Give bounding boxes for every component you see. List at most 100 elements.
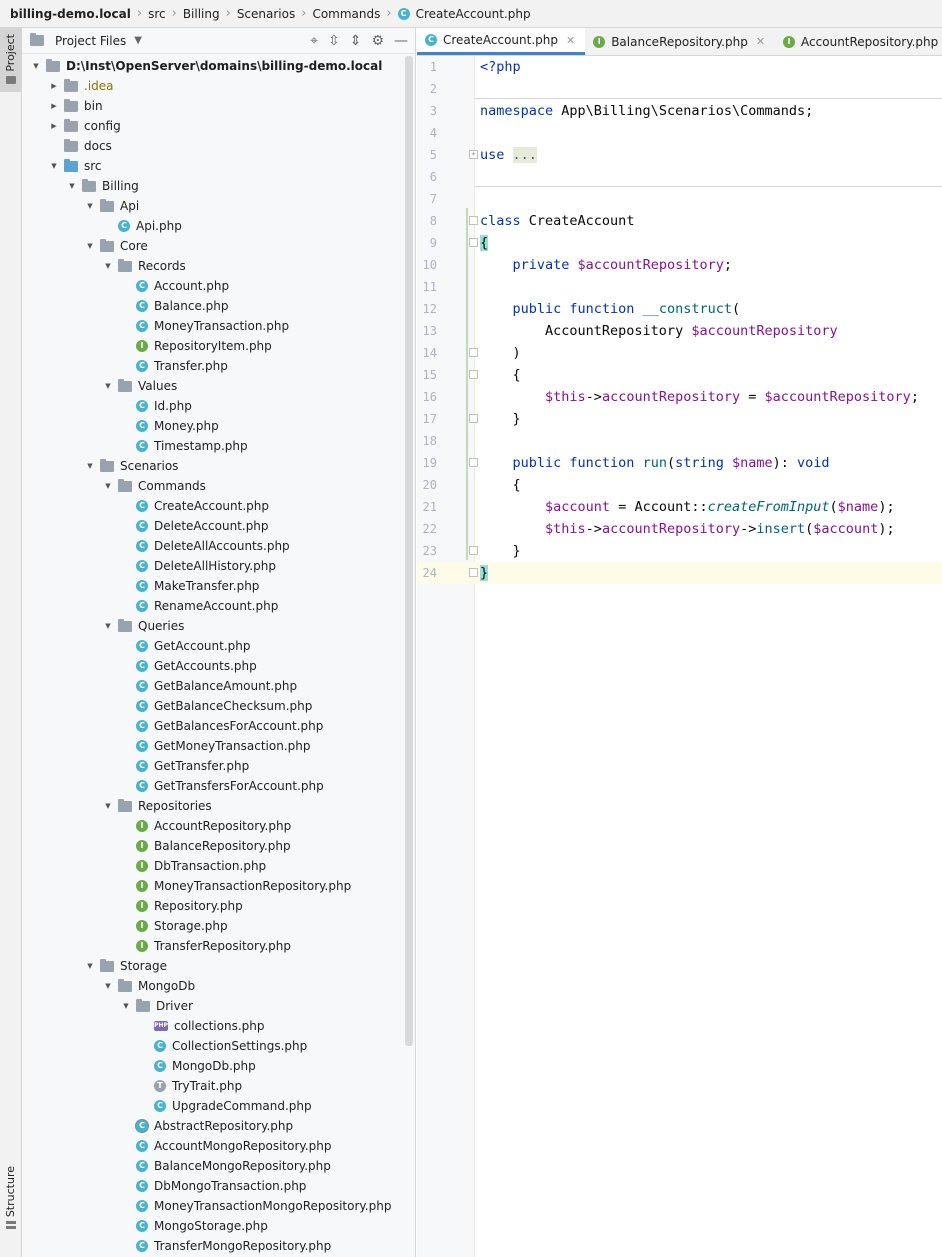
tree-folder-row[interactable]: ▼Scenarios bbox=[22, 456, 415, 476]
chevron-right-icon[interactable]: ▶ bbox=[51, 102, 57, 110]
tree-folder-row[interactable]: ›docs bbox=[22, 136, 415, 156]
code-line[interactable]: 11 bbox=[417, 276, 942, 298]
code-line[interactable]: 14 ) bbox=[417, 342, 942, 364]
fold-icon[interactable] bbox=[469, 370, 478, 379]
breadcrumb-item-billing[interactable]: Billing bbox=[182, 6, 220, 21]
code-line[interactable]: 6 bbox=[417, 166, 942, 188]
structure-tool-tab[interactable]: Structure bbox=[0, 1166, 21, 1256]
fold-icon[interactable] bbox=[469, 458, 478, 467]
code-line[interactable]: 20 { bbox=[417, 474, 942, 496]
chevron-down-icon[interactable]: ▼ bbox=[105, 622, 111, 630]
chevron-right-icon[interactable]: ▶ bbox=[51, 82, 57, 90]
code-line[interactable]: 23 } bbox=[417, 540, 942, 562]
chevron-down-icon[interactable]: ▼ bbox=[87, 202, 93, 210]
chevron-down-icon[interactable]: ▼ bbox=[33, 62, 39, 70]
chevron-right-icon[interactable]: ▶ bbox=[51, 122, 57, 130]
tree-folder-row[interactable]: ▼Commands bbox=[22, 476, 415, 496]
project-tool-tab[interactable]: Project bbox=[0, 28, 21, 92]
breadcrumb-project[interactable]: billing-demo.local bbox=[10, 6, 131, 21]
tree-folder-row[interactable]: ▼Records bbox=[22, 256, 415, 276]
tree-folder-row[interactable]: ▶.idea bbox=[22, 76, 415, 96]
code-line[interactable]: 1<?php bbox=[417, 56, 942, 78]
expand-all-icon[interactable]: ⇳ bbox=[327, 33, 340, 49]
chevron-down-icon[interactable]: ▼ bbox=[69, 182, 75, 190]
breadcrumb-item-src[interactable]: src bbox=[148, 6, 166, 21]
fold-icon[interactable] bbox=[469, 414, 478, 423]
tree-folder-row[interactable]: ▼MongoDb bbox=[22, 976, 415, 996]
tree-folder-row[interactable]: ▼Queries bbox=[22, 616, 415, 636]
tree-scrollbar[interactable] bbox=[405, 56, 413, 1046]
chevron-down-icon[interactable]: ▼ bbox=[105, 382, 111, 390]
code-line[interactable]: 16 $this->accountRepository = $accountRe… bbox=[417, 386, 942, 408]
collapse-all-icon[interactable]: ⇕ bbox=[349, 33, 362, 49]
fold-icon[interactable] bbox=[469, 568, 478, 577]
minimize-icon[interactable]: — bbox=[394, 33, 408, 49]
breadcrumb-item-commands[interactable]: Commands bbox=[312, 6, 381, 21]
tree-folder-row[interactable]: ▼Repositories bbox=[22, 796, 415, 816]
close-icon[interactable]: ✕ bbox=[755, 35, 766, 48]
gear-icon[interactable]: ⚙ bbox=[371, 33, 384, 49]
code-line[interactable]: 12 public function __construct( bbox=[417, 298, 942, 320]
chevron-down-icon[interactable]: ▼ bbox=[51, 162, 57, 170]
fold-icon[interactable] bbox=[469, 216, 478, 225]
breadcrumb-item-scenarios[interactable]: Scenarios bbox=[236, 6, 296, 21]
tree-folder-row[interactable]: ▶config bbox=[22, 116, 415, 136]
chevron-down-icon[interactable]: ▼ bbox=[87, 462, 93, 470]
code-line[interactable]: 22 $this->accountRepository->insert($acc… bbox=[417, 518, 942, 540]
code-line[interactable]: 5+use ... bbox=[417, 144, 942, 166]
chevron-down-icon[interactable]: ▼ bbox=[105, 802, 111, 810]
chevron-down-icon[interactable]: ▼ bbox=[87, 242, 93, 250]
tree-folder-row[interactable]: ▼Values bbox=[22, 376, 415, 396]
code-line[interactable]: 24} bbox=[417, 562, 942, 584]
tree-folder-row[interactable]: ▼Billing bbox=[22, 176, 415, 196]
fold-icon[interactable] bbox=[469, 546, 478, 555]
code-line[interactable]: 21 $account = Account::createFromInput($… bbox=[417, 496, 942, 518]
chevron-down-icon[interactable]: ▼ bbox=[134, 35, 142, 46]
fold-icon[interactable] bbox=[469, 348, 478, 357]
chevron-down-icon[interactable]: ▼ bbox=[123, 1002, 129, 1010]
tree-folder-row[interactable]: ▼Api bbox=[22, 196, 415, 216]
code-line[interactable]: 2 bbox=[417, 78, 942, 100]
locate-icon[interactable]: ⌖ bbox=[310, 33, 318, 49]
chevron-down-icon[interactable]: ▼ bbox=[105, 982, 111, 990]
tree-folder-row[interactable]: ▼src bbox=[22, 156, 415, 176]
tree-folder-row[interactable]: ▼Storage bbox=[22, 956, 415, 976]
tree-folder-row[interactable]: ▶bin bbox=[22, 96, 415, 116]
tree-folder-row[interactable]: ▼Driver bbox=[22, 996, 415, 1016]
code-line[interactable]: 19 public function run(string $name): vo… bbox=[417, 452, 942, 474]
code-line[interactable]: 17 } bbox=[417, 408, 942, 430]
chevron-down-icon[interactable]: ▼ bbox=[87, 962, 93, 970]
